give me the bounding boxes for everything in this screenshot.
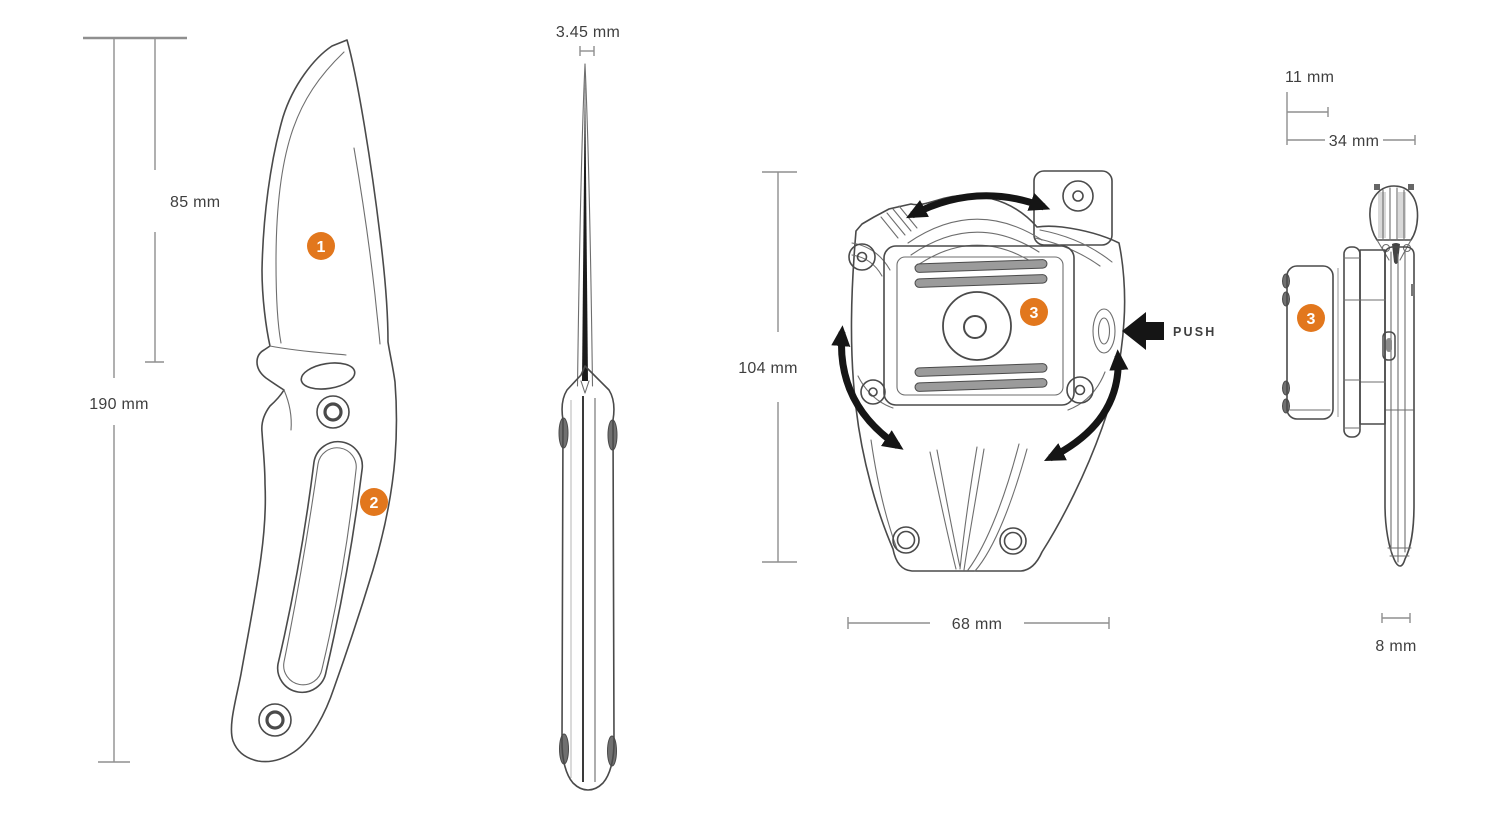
figure-sheath-side-view: 11 mm 34 mm 8 mm [1282, 69, 1419, 655]
marker-sheath-side-number: 3 [1307, 311, 1316, 328]
marker-blade-circle [307, 232, 335, 260]
knob-transition-right [1399, 239, 1412, 261]
knife-front-drawing [230, 39, 398, 763]
blade-edge-dark [582, 67, 588, 381]
knob-channel-left [1378, 192, 1386, 238]
overall-length-label: 190 mm [89, 396, 149, 413]
pivot-center-hole [963, 315, 987, 339]
push-arrow-icon [1122, 312, 1164, 350]
sheath-side-body [1384, 246, 1415, 567]
marker-handle: 2 [360, 488, 388, 516]
knob-channel-right [1398, 192, 1406, 238]
knife-silhouette [230, 39, 398, 763]
dimension-lines-sheath-front: 104 mm 68 mm [738, 171, 1110, 633]
screw-top-left-dot [856, 251, 868, 263]
sheath-width-label: 68 mm [952, 616, 1002, 633]
clip-bump-2 [1282, 291, 1290, 307]
sheath-side-drawing [1282, 184, 1419, 567]
marker-sheath-front-circle [1020, 298, 1048, 326]
marker-blade: 1 [307, 232, 335, 260]
blade-side-right-line [584, 63, 594, 387]
upper-bolt-inner [323, 402, 343, 422]
marker-sheath-side: 3 [1297, 304, 1325, 332]
handle-side-outline [561, 365, 615, 791]
blade-grind-line [275, 51, 345, 344]
plunge-lines [580, 380, 590, 394]
blade-length-label: 85 mm [170, 194, 220, 211]
dimension-lines-knife-front: 190 mm 85 mm [83, 36, 220, 763]
screw-bottom-left [860, 379, 886, 405]
marker-sheath-front-number: 3 [1030, 305, 1039, 322]
dimension-lines-knife-side: 3.45 mm [556, 24, 620, 56]
sheath-front-drawing [848, 170, 1126, 572]
rivet-bottom-left [892, 526, 920, 554]
latch-wedge [1392, 243, 1400, 264]
figure-knife-front-view: 190 mm 85 mm 1 2 [83, 36, 398, 763]
sheath-lower-seam-lines [870, 439, 1028, 572]
blade-spine-line [353, 147, 381, 345]
rotation-arrows [831, 192, 1129, 462]
blade-thickness-label: 3.45 mm [556, 24, 620, 41]
push-label: PUSH [1173, 325, 1217, 339]
bolster-front-line [283, 389, 292, 431]
screw-bottom-left-dot [868, 387, 878, 397]
marker-handle-circle [360, 488, 388, 516]
marker-sheath-side-circle [1297, 304, 1325, 332]
release-button-bump [1092, 308, 1116, 354]
clip-bump-3 [1282, 380, 1290, 396]
rotation-arrow-left [831, 325, 904, 450]
blade-side-left-line [576, 63, 586, 387]
clip-arm-column [1343, 246, 1361, 438]
figure-knife-side-view: 3.45 mm [556, 24, 620, 791]
belt-clip-block [1286, 265, 1334, 420]
figure-sheath-front-view: 104 mm 68 mm [738, 170, 1217, 633]
push-callout: PUSH [1122, 312, 1217, 350]
edge-notch [1411, 284, 1415, 296]
lower-bolt-inner [265, 710, 285, 730]
clip-bump-4 [1282, 398, 1290, 414]
marker-blade-number: 1 [317, 239, 326, 256]
screw-top-left [848, 243, 876, 271]
rotation-arrow-right [1043, 349, 1129, 462]
rivet-bottom-right-inner [1003, 531, 1023, 551]
knob-ridges [1382, 187, 1405, 241]
screw-bottom-right-dot [1074, 384, 1086, 396]
handle-slot-outer [276, 440, 364, 694]
sheath-depth-label: 34 mm [1329, 133, 1379, 150]
pivot-circle [942, 291, 1012, 361]
bolster-top-line [269, 345, 347, 356]
knob-nub-left [1374, 184, 1380, 190]
rotation-arrow-top [906, 192, 1051, 219]
plate-screw-top-right [1062, 180, 1094, 212]
screw-bottom-right [1066, 376, 1094, 404]
rivet-bottom-right [999, 527, 1027, 555]
dimension-lines-sheath-side: 11 mm 34 mm 8 mm [1285, 69, 1416, 655]
marker-sheath-front: 3 [1020, 298, 1048, 326]
marker-handle-number: 2 [370, 495, 379, 512]
handle-butt-knob [1369, 185, 1419, 241]
clip-width-label: 11 mm [1285, 69, 1334, 86]
clip-bump-1 [1282, 273, 1290, 289]
handle-slot-inner [283, 447, 357, 686]
clip-slots [914, 259, 1048, 392]
bracket-plate [1359, 249, 1386, 425]
knife-side-drawing [558, 63, 618, 791]
lanyard-slot [300, 362, 356, 390]
upper-bolt-outer [316, 395, 350, 429]
rivet-bottom-left-inner [896, 530, 916, 550]
plate-screw-top-right-dot [1072, 190, 1084, 202]
latch-button-inner [1386, 338, 1392, 352]
sheath-height-label: 104 mm [738, 360, 798, 377]
release-button-bump-inner [1097, 317, 1111, 345]
tip-thickness-label: 8 mm [1375, 638, 1416, 655]
lower-bolt-outer [258, 703, 292, 737]
latch-button [1382, 331, 1396, 361]
knob-nub-right [1408, 184, 1414, 190]
